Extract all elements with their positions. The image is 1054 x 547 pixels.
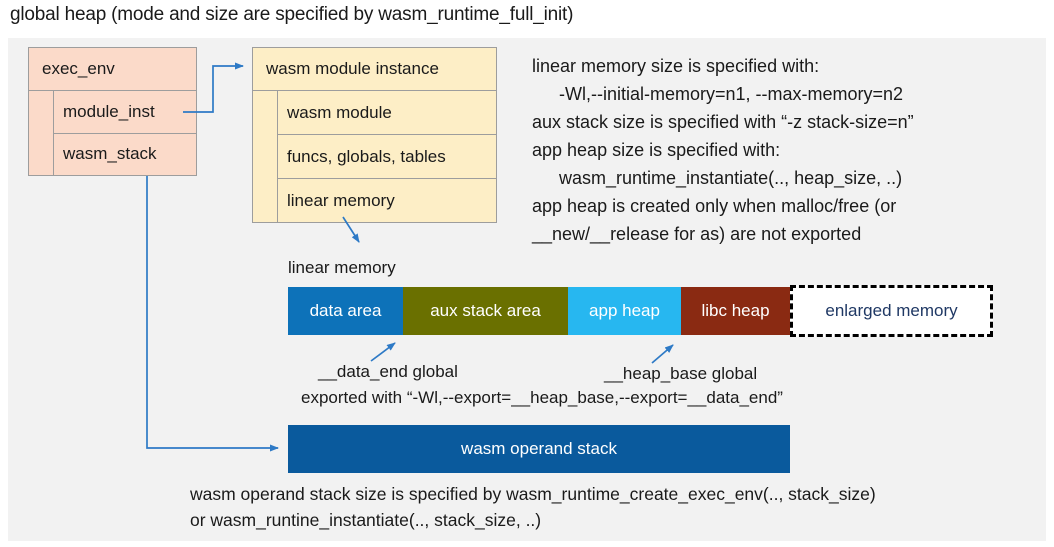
note-line: or wasm_runtine_instantiate(.., stack_si… [190, 510, 542, 530]
segment-aux-stack-area: aux stack area [403, 287, 568, 335]
wasm-module-instance-header: wasm module instance [253, 48, 496, 91]
note-line: aux stack size is specified with “-z sta… [532, 112, 914, 132]
segment-app-heap: app heap [568, 287, 681, 335]
linear-memory-notes: linear memory size is specified with: -W… [532, 52, 914, 248]
segment-enlarged-memory: enlarged memory [790, 285, 993, 337]
note-line: wasm_runtime_instantiate(.., heap_size, … [559, 168, 903, 188]
segment-data-area: data area [288, 287, 403, 335]
module-instance-row-linear-memory: linear memory [278, 178, 496, 222]
linear-memory-label: linear memory [288, 258, 396, 277]
exec-env-indent-line [53, 91, 54, 175]
note-line: app heap size is specified with: [532, 140, 781, 160]
module-instance-indent-line [277, 91, 278, 222]
note-line: linear memory size is specified with: [532, 56, 820, 76]
note-line: app heap is created only when malloc/fre… [532, 196, 897, 216]
diagram-title: global heap (mode and size are specified… [10, 4, 574, 25]
note-line: wasm operand stack size is specified by … [190, 484, 876, 504]
segment-libc-heap: libc heap [681, 287, 790, 335]
operand-stack-notes: wasm operand stack size is specified by … [190, 481, 876, 533]
exec-env-header: exec_env [29, 48, 196, 91]
module-instance-row-funcs-globals-tables: funcs, globals, tables [278, 134, 496, 178]
note-line: __new/__release for as) are not exported [532, 224, 862, 244]
wasm-operand-stack-bar: wasm operand stack [288, 425, 790, 473]
exec-env-row-wasm-stack: wasm_stack [54, 132, 196, 176]
note-line: -Wl,--initial-memory=n1, --max-memory=n2 [559, 84, 904, 104]
data-end-global-label: __data_end global [318, 362, 458, 381]
exec-env-box: exec_env module_inst wasm_stack [28, 47, 197, 176]
heap-base-global-label: __heap_base global [604, 364, 758, 383]
exec-env-row-module-inst: module_inst [63, 101, 155, 121]
module-instance-row-wasm-module: wasm module [287, 102, 392, 122]
wasm-module-instance-box: wasm module instance wasm module funcs, … [252, 47, 497, 223]
exported-with-label: exported with “-Wl,--export=__heap_base,… [301, 388, 783, 407]
